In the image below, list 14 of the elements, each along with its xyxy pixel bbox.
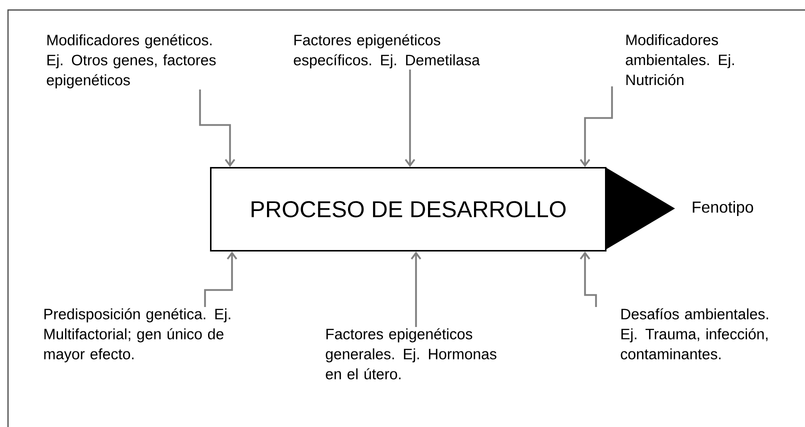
- arrow: [410, 251, 422, 327]
- factor-text: Modificadores genéticos. Ej. Otros genes, factores epigenéticos: [46, 34, 216, 88]
- arrow: [204, 251, 238, 307]
- factor-text: Modificadores ambientales. Ej. Nutrición: [626, 34, 734, 86]
- factor-text: Predisposición genética. Ej. Multifactorial; gen único de mayor efecto.: [44, 308, 230, 362]
- arrow: [580, 86, 613, 167]
- arrow: [580, 251, 597, 307]
- factor-text: Factores epigenéticos generales. Ej. Hormonas en el útero.: [326, 328, 496, 380]
- arrow: [404, 70, 416, 167]
- output-label: Fenotipo: [692, 201, 754, 216]
- factor-text: Desafíos ambientales. Ej. Trauma, infección, contaminantes.: [620, 308, 768, 360]
- arrow: [199, 90, 236, 167]
- factor-text: Factores epigenéticos específicos. Ej. Demetilasa: [294, 34, 480, 68]
- process-box: PROCESO DE DESARROLLO: [210, 166, 675, 252]
